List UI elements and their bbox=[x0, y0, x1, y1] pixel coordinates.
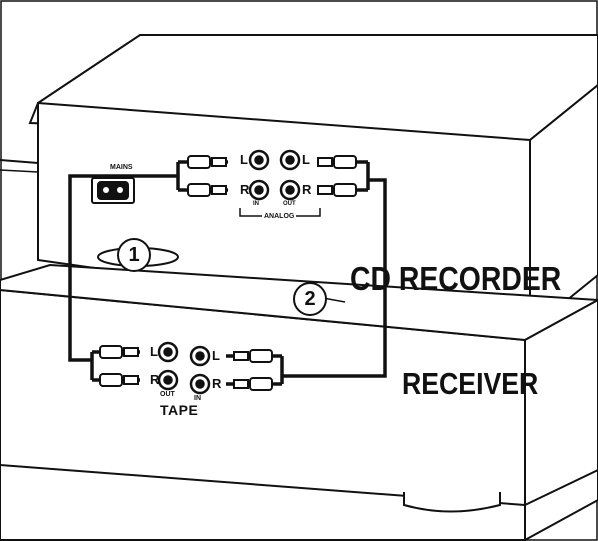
callout-1: 1 bbox=[117, 238, 151, 272]
cd-out-label: OUT bbox=[283, 201, 296, 207]
tape-out-label: OUT bbox=[160, 391, 175, 398]
cd-in-left-label: L bbox=[240, 152, 248, 167]
cd-recorder-jacks bbox=[248, 149, 301, 201]
cd-in-right-label: R bbox=[240, 182, 250, 197]
mains-label: MAINS bbox=[110, 164, 133, 171]
cd-recorder-label: CD RECORDER bbox=[350, 260, 562, 297]
tape-label: TAPE bbox=[160, 402, 199, 418]
receiver-jacks bbox=[157, 341, 211, 395]
cd-in-label: IN bbox=[253, 201, 259, 207]
callout-2: 2 bbox=[293, 282, 327, 316]
analog-label: ANALOG bbox=[262, 213, 297, 220]
receiver-foot bbox=[403, 492, 501, 513]
tape-in-right-label: R bbox=[212, 376, 222, 391]
mains-socket bbox=[91, 177, 135, 204]
tape-out-right-label: R bbox=[150, 372, 160, 387]
tape-in-left-label: L bbox=[212, 348, 220, 363]
cd-out-right-label: R bbox=[302, 182, 312, 197]
tape-in-label: IN bbox=[194, 395, 201, 402]
cd-out-left-label: L bbox=[302, 152, 310, 167]
tape-out-left-label: L bbox=[150, 344, 158, 359]
receiver-label: RECEIVER bbox=[402, 366, 539, 401]
